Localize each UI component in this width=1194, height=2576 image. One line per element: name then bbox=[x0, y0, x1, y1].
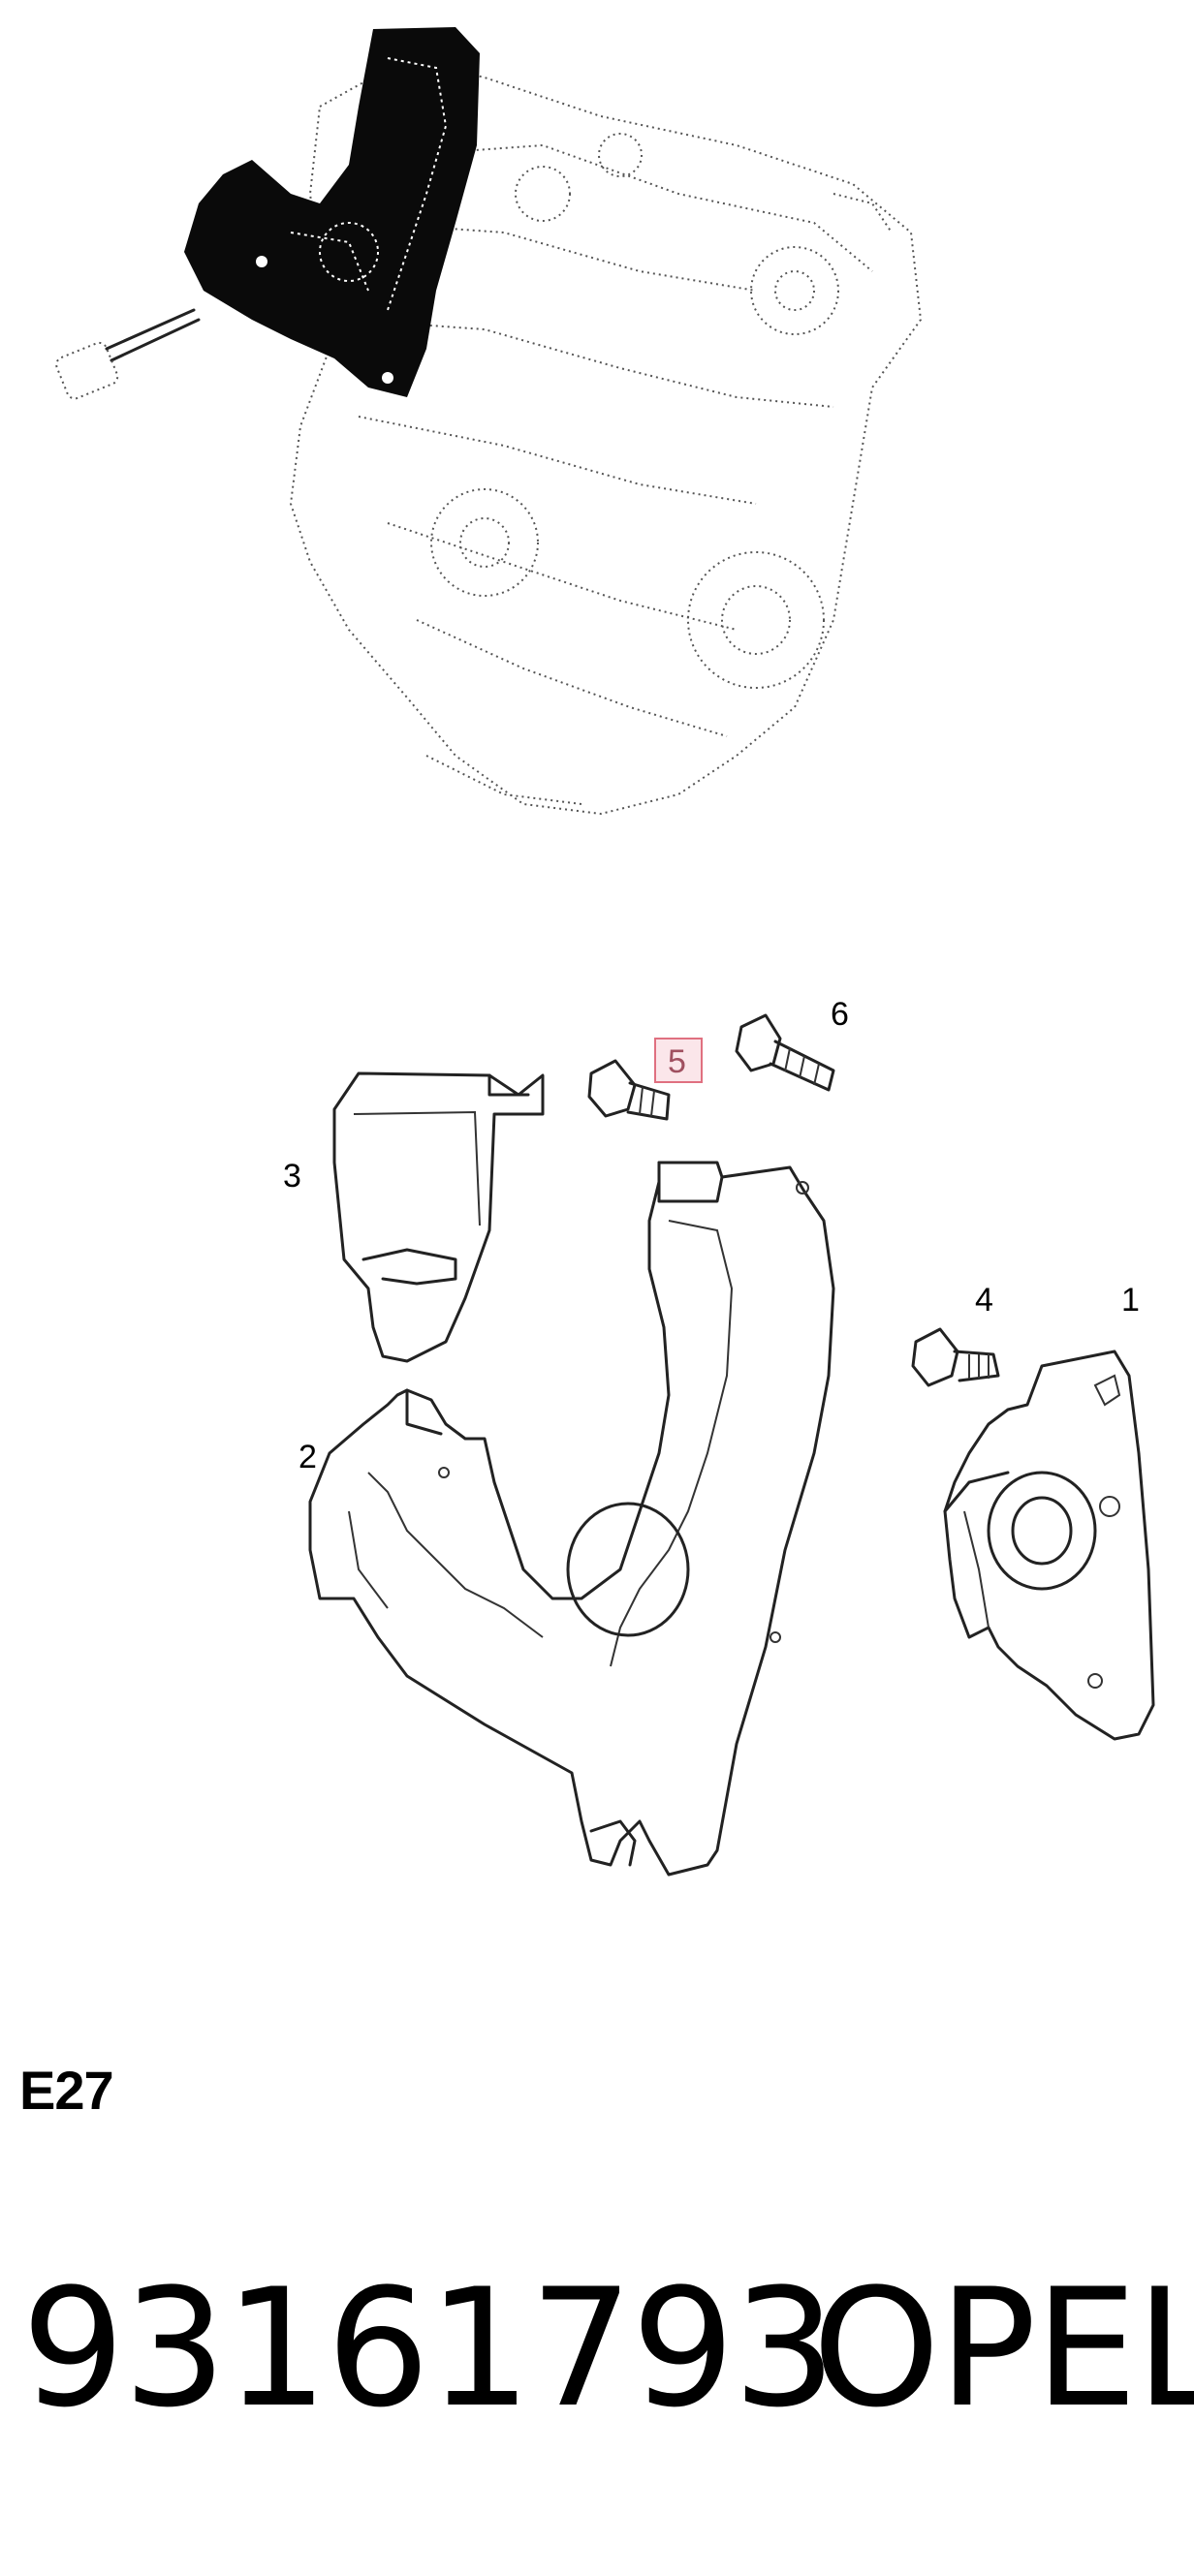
part-number: 93161793 bbox=[21, 2253, 836, 2443]
callout-4: 4 bbox=[975, 1282, 993, 1319]
highlighted-part-overview bbox=[184, 27, 480, 397]
part-1-back-plate bbox=[943, 1350, 1155, 1741]
callout-5[interactable]: 5 bbox=[668, 1043, 686, 1080]
section-code: E27 bbox=[19, 2060, 114, 2121]
part-2-lower-cover bbox=[308, 1161, 835, 1877]
part-4-bolt bbox=[911, 1327, 1000, 1387]
callout-1: 1 bbox=[1121, 1282, 1140, 1319]
part-6-bolt bbox=[735, 1013, 835, 1092]
part-3-upper-cover bbox=[332, 1071, 545, 1363]
brand-name: OPEL bbox=[812, 2253, 1194, 2443]
part-5-bolt bbox=[587, 1059, 671, 1121]
engine-overview bbox=[55, 27, 923, 816]
callout-6: 6 bbox=[831, 996, 849, 1033]
exploded-parts: 1 2 3 4 5 6 bbox=[283, 996, 1155, 1877]
callout-3: 3 bbox=[283, 1158, 301, 1195]
callout-5-highlight-box[interactable] bbox=[654, 1038, 703, 1083]
callout-2: 2 bbox=[298, 1439, 317, 1475]
